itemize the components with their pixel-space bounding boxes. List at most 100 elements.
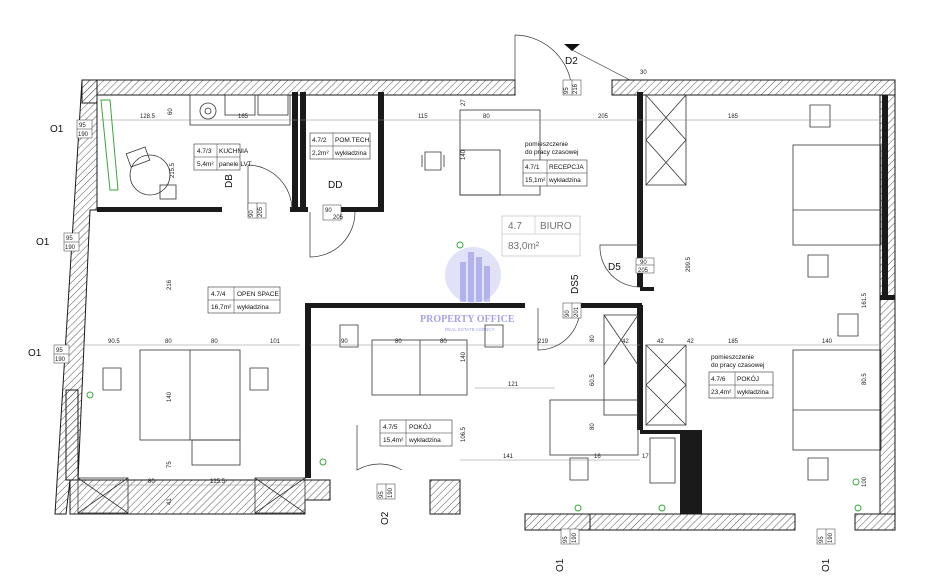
svg-text:190: 190: [55, 357, 66, 363]
recepcja-code: 4.7/1: [525, 164, 540, 171]
window-tag-o1-5: O1: [821, 558, 832, 572]
svg-text:140: 140: [461, 149, 467, 160]
badge-db: 90 205: [247, 202, 267, 219]
svg-text:90: 90: [325, 208, 332, 214]
badge-o1b: 95 190: [63, 232, 80, 252]
svg-text:205: 205: [638, 268, 649, 274]
svg-text:185: 185: [728, 114, 739, 120]
door-tag-d2: D2: [565, 56, 578, 67]
svg-text:216: 216: [167, 279, 173, 290]
badge-o2: 95 190: [376, 483, 396, 500]
svg-text:90: 90: [565, 310, 571, 317]
badge-dd: 90 205: [322, 204, 344, 221]
pomtech-code: 4.7/2: [312, 137, 327, 144]
badge-d5: 90 205: [635, 257, 655, 274]
svg-text:115: 115: [418, 114, 428, 120]
svg-text:75: 75: [167, 461, 173, 468]
pomtech-area: 2,2m²: [312, 150, 329, 157]
svg-text:30: 30: [640, 70, 647, 76]
svg-text:201: 201: [574, 306, 580, 317]
svg-text:106.5: 106.5: [461, 426, 467, 442]
badge-ds5: 90 201: [562, 302, 582, 319]
badge-o1d: 95 190: [560, 528, 580, 545]
svg-text:95: 95: [79, 123, 86, 129]
svg-text:140: 140: [167, 391, 173, 402]
svg-text:42: 42: [622, 339, 629, 345]
recepcja-note-line2: do pracy czasowej: [525, 149, 578, 156]
badge-d2: 95 216: [562, 79, 582, 96]
svg-text:80: 80: [483, 114, 490, 120]
svg-text:80: 80: [165, 339, 172, 345]
svg-text:205: 205: [258, 206, 264, 217]
openspace-area: 16,7m²: [211, 304, 232, 311]
pokoj6-area: 23,4m²: [711, 389, 732, 396]
svg-text:205: 205: [598, 114, 609, 120]
badge-o1c: 95 190: [53, 344, 70, 364]
svg-text:80: 80: [148, 479, 155, 485]
recepcja-area: 15,1m²: [525, 177, 546, 184]
svg-text:190: 190: [828, 532, 834, 543]
svg-text:60: 60: [168, 108, 174, 115]
svg-text:185: 185: [728, 339, 739, 345]
recepcja-floor: wykładzina: [548, 177, 581, 184]
svg-text:95: 95: [564, 87, 570, 94]
door-tag-ds5: DS5: [570, 274, 581, 294]
pokoj5-floor: wykładzina: [408, 437, 441, 444]
svg-text:60.5: 60.5: [590, 374, 596, 386]
room-label-kuchnia: 4.7/3 KUCHNIA 5,4m² panele LVT: [193, 143, 252, 171]
room-label-pokoj6: pomieszczenie do pracy czasowej 4.7/6 PO…: [708, 354, 774, 399]
svg-text:161.5: 161.5: [862, 292, 868, 308]
svg-text:128.5: 128.5: [140, 114, 156, 120]
room-label-recepcja: pomieszczenie do pracy czasowej 4.7/1 RE…: [522, 141, 588, 187]
svg-text:190: 190: [65, 245, 76, 251]
svg-text:95: 95: [379, 491, 385, 498]
pokoj6-note-line2: do pracy czasowej: [711, 362, 764, 369]
kuchnia-name: KUCHNIA: [219, 148, 249, 155]
pokoj6-name: POKÓJ: [737, 374, 759, 383]
pokoj5-area: 15,4m²: [383, 437, 404, 444]
d2-marker-icon: [564, 44, 580, 51]
furniture: [77, 94, 882, 514]
pokoj6-note-line1: pomieszczenie: [711, 354, 754, 361]
pomtech-name: POM.TECH.: [335, 137, 371, 144]
biuro-area: 83,0m²: [508, 241, 540, 252]
biuro-name: BIURO: [540, 221, 572, 232]
window-markers: [86, 99, 862, 512]
svg-text:90: 90: [640, 260, 647, 266]
badge-o1a: 95 190: [76, 119, 93, 139]
door-tags: D2 DB DD D5 DS5 O2 O1 O1 O1 O1 O1: [28, 56, 832, 572]
door-tag-d5: D5: [608, 262, 621, 273]
svg-text:90.5: 90.5: [108, 339, 120, 345]
svg-text:216: 216: [573, 83, 579, 94]
svg-text:190: 190: [388, 487, 394, 498]
interior-walls: [97, 92, 895, 514]
svg-text:17: 17: [642, 454, 649, 460]
recepcja-name: RECEPCJA: [549, 164, 584, 171]
biuro-code: 4.7: [508, 221, 522, 232]
svg-text:95: 95: [819, 536, 825, 543]
svg-text:42: 42: [687, 339, 694, 345]
openspace-name: OPEN SPACE: [237, 291, 279, 298]
pokoj5-code: 4.7/5: [383, 424, 398, 431]
badge-o1e: 95 190: [816, 528, 836, 545]
pomtech-floor: wykładzina: [334, 150, 367, 157]
kuchnia-floor: panele LVT: [219, 161, 252, 168]
window-tag-o1-3: O1: [28, 348, 42, 359]
pokoj6-code: 4.7/6: [711, 376, 726, 383]
room-label-pomtech: 4.7/2 POM.TECH. 2,2m² wykładzina: [309, 132, 371, 160]
svg-text:215.5: 215.5: [170, 162, 176, 178]
door-tag-dd: DD: [328, 180, 342, 191]
svg-text:140: 140: [822, 339, 833, 345]
svg-text:80.5: 80.5: [862, 373, 868, 385]
watermark-logo: PROPERTY OFFICE REAL ESTATE AGENCY: [420, 247, 515, 332]
svg-text:125.5: 125.5: [210, 479, 226, 485]
svg-text:27: 27: [461, 99, 467, 106]
svg-text:165: 165: [238, 114, 249, 120]
svg-text:80: 80: [590, 423, 596, 430]
window-tag-o1-2: O1: [36, 237, 50, 248]
kuchnia-code: 4.7/3: [197, 148, 212, 155]
room-label-pokoj5: 4.7/5 POKÓJ 15,4m² wykładzina: [379, 419, 453, 447]
svg-text:140: 140: [461, 351, 467, 362]
svg-text:80: 80: [211, 339, 218, 345]
